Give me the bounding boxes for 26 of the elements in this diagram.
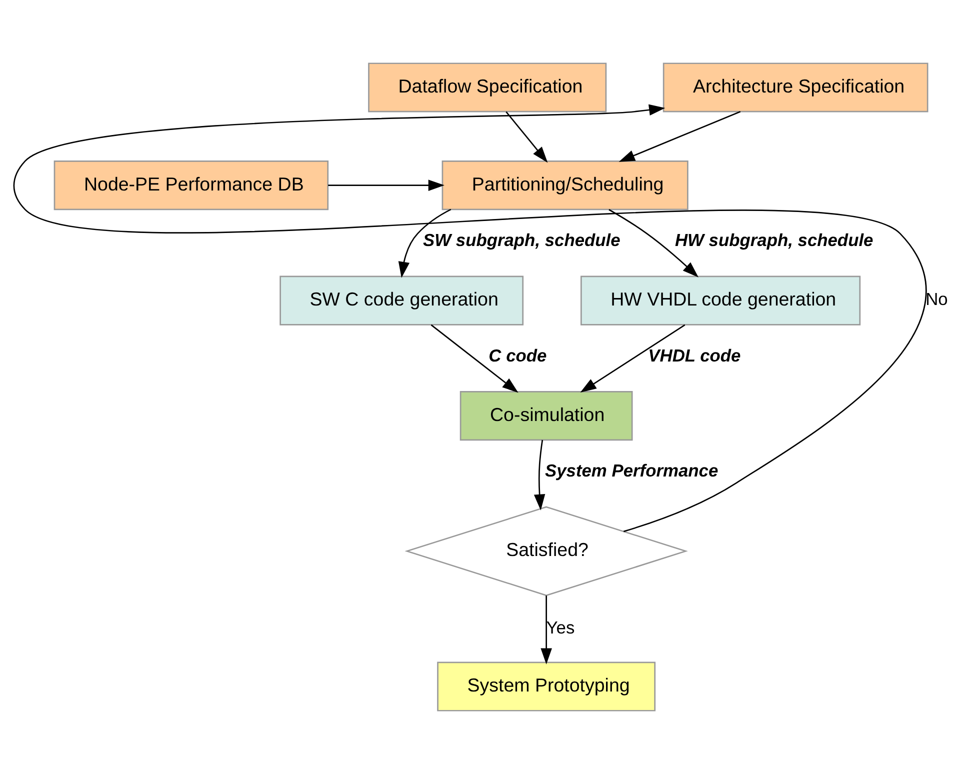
arrow: [534, 439, 546, 510]
edge-label: C code: [488, 344, 547, 365]
edge-label: SW subgraph, schedule: [423, 230, 620, 250]
edge-label: HW subgraph, schedule: [674, 230, 874, 250]
arrow: [398, 208, 452, 278]
arrow: [430, 324, 518, 392]
edge-label: VHDL code: [648, 344, 741, 365]
node-box: Dataflow Specification: [368, 62, 607, 112]
node-box: Partitioning/Scheduling: [442, 160, 688, 210]
node-box: Node-PE Performance DB: [54, 160, 329, 210]
arrow: [506, 110, 548, 162]
edge-label: No: [926, 288, 948, 309]
edge-label: Yes: [546, 616, 575, 637]
arrow: [608, 208, 699, 277]
node-box: Architecture Specification: [662, 62, 928, 112]
arrow: [14, 104, 926, 532]
arrow: [580, 324, 686, 392]
node-diamond: Satisfied?: [404, 506, 688, 596]
node-box: System Prototyping: [437, 661, 656, 711]
node-box: HW VHDL code generation: [580, 275, 861, 325]
arrow: [328, 179, 444, 190]
node-box: Co-simulation: [460, 390, 633, 440]
arrow: [540, 595, 552, 664]
node-box: SW C code generation: [280, 275, 524, 325]
arrow: [618, 110, 741, 162]
edge-label: System Performance: [544, 460, 718, 480]
